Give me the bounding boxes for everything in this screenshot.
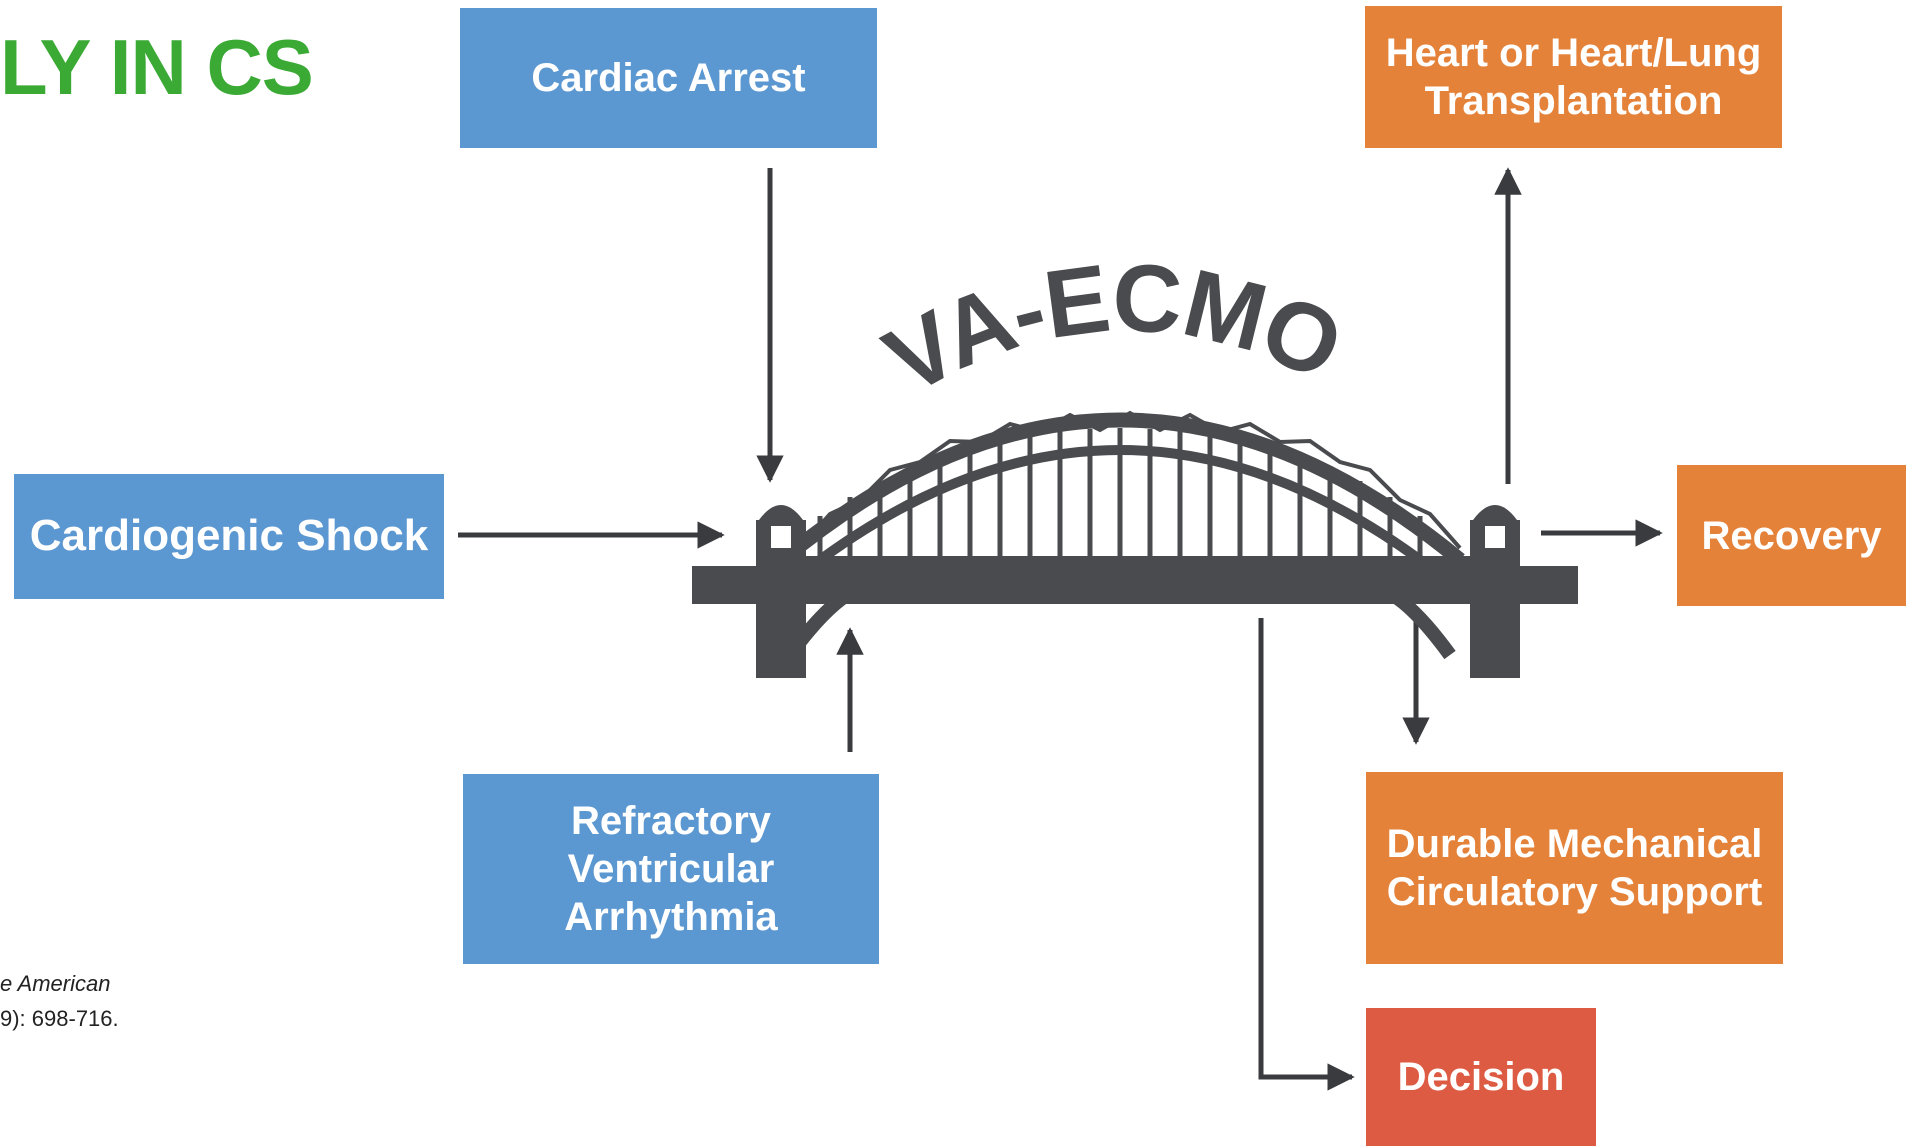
recovery-label: Recovery: [1701, 513, 1882, 558]
decision-label: Decision: [1397, 1055, 1565, 1099]
bridge-label: VA-ECMO: [868, 244, 1355, 415]
dmcs-label-line-2: Circulatory Support: [1386, 870, 1763, 914]
recovery-box: Recovery: [1677, 465, 1906, 606]
citation: e American 9): 698-716.: [0, 966, 119, 1036]
transplantation-box: Heart or Heart/Lung Transplantation: [1365, 6, 1782, 148]
cardiogenic-shock-label: Cardiogenic Shock: [29, 511, 429, 561]
citation-line-1: e American: [0, 971, 111, 996]
rva-label-line-2: Arrhythmia: [564, 895, 778, 939]
transplant-label-line-2: Transplantation: [1424, 79, 1723, 123]
arrow-decision: [1258, 618, 1355, 1091]
slide-heading: LY IN CS: [0, 23, 314, 111]
cardiac-arrest-box: Cardiac Arrest: [460, 8, 877, 148]
refractory-ventricular-arrhythmia-box: Refractory Ventricular Arrhythmia: [463, 774, 879, 964]
flow-arrows: [458, 167, 1663, 1091]
bridge-icon: [692, 410, 1578, 678]
transplant-label-line-1: Heart or Heart/Lung: [1385, 31, 1762, 75]
cardiac-arrest-label: Cardiac Arrest: [531, 56, 806, 100]
rva-label-line-1: Refractory Ventricular: [567, 799, 775, 891]
cardiogenic-shock-box: Cardiogenic Shock: [14, 474, 444, 599]
durable-mcs-box: Durable Mechanical Circulatory Support: [1366, 772, 1783, 964]
citation-line-2: 9): 698-716.: [0, 1006, 119, 1032]
dmcs-label-line-1: Durable Mechanical: [1386, 822, 1763, 866]
decision-box: Decision: [1366, 1008, 1596, 1146]
